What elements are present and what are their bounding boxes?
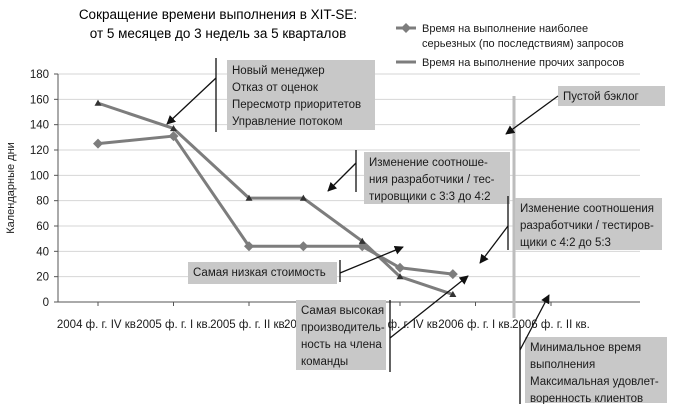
annotation-text: тировщики с 3:3 до 4:2 xyxy=(369,191,491,203)
data-point xyxy=(245,194,253,201)
annotation-text: щики с 4:2 до 5:3 xyxy=(520,237,611,249)
annotation-ratio-change-1: Изменение соотноше-ния разработчики / те… xyxy=(364,152,510,204)
series-2 xyxy=(94,99,457,298)
annotation-text: Изменение соотноше- xyxy=(369,157,488,169)
annotation-box xyxy=(515,198,662,250)
legend-item-1: Время на выполнение наиболее серьезных (п… xyxy=(396,23,624,50)
annotation-text: Отказ от оценок xyxy=(232,82,319,94)
y-tick-label: 180 xyxy=(30,69,49,81)
data-point xyxy=(94,99,102,106)
data-point xyxy=(358,237,366,244)
annotation-box xyxy=(525,337,667,403)
y-tick-label: 80 xyxy=(36,196,49,208)
annotation-box xyxy=(364,152,510,204)
annotation-text: производитель- xyxy=(301,322,385,334)
annotation-text: Самая высокая xyxy=(301,305,384,317)
annotation-text: Новый менеджер xyxy=(232,65,325,77)
annotation-highest-productivity: Самая высокая производитель-ность на член… xyxy=(296,300,386,370)
annotation-arrow xyxy=(479,225,509,264)
annotation-text: Максимальная удовлет- xyxy=(530,376,659,388)
annotation-text: Изменение соотношения xyxy=(520,203,654,215)
chart-legend: Время на выполнение наиболее серьезных (п… xyxy=(396,23,624,69)
x-tick-label: 2006 ф. г. I кв. xyxy=(438,319,513,331)
annotation-arrow xyxy=(327,162,357,192)
legend-label: Время на выполнение прочих запросов xyxy=(422,57,624,69)
series-1 xyxy=(93,131,458,280)
annotation-text: Пересмотр приоритетов xyxy=(232,99,361,111)
y-tick-label: 140 xyxy=(30,120,49,132)
y-tick-label: 0 xyxy=(43,297,49,309)
annotation-empty-backlog: Пустой бэклог xyxy=(558,86,665,106)
x-tick-label: 2004 ф. г. IV кв. xyxy=(57,319,139,331)
y-tick-label: 160 xyxy=(30,94,49,106)
y-tick-label: 120 xyxy=(30,145,49,157)
chart-title: Сокращение времени выполнения в XIT-SE: о… xyxy=(79,7,357,41)
chart-series xyxy=(93,99,458,298)
y-tick-label: 100 xyxy=(30,170,49,182)
data-point xyxy=(396,273,404,280)
x-tick-label: 2006 ф. г. II кв. xyxy=(512,319,590,331)
annotation-lowest-cost: Самая низкая стоимость xyxy=(188,262,337,284)
annotation-box xyxy=(227,60,375,130)
chart-title-line: Сокращение времени выполнения в XIT-SE: xyxy=(79,7,357,22)
annotation-box xyxy=(188,262,337,284)
y-tick-label: 60 xyxy=(36,221,49,233)
annotation-arrow xyxy=(339,245,404,274)
annotation-text: ния разработчики / тес- xyxy=(369,174,495,186)
data-point xyxy=(395,262,405,273)
annotation-text: воренность клиентов xyxy=(530,393,643,404)
data-point xyxy=(170,124,177,132)
data-point xyxy=(299,194,307,201)
data-point xyxy=(449,290,457,298)
annotation-arrow xyxy=(166,77,217,125)
legend-label: серьезных (по последствиям) запросов xyxy=(422,38,624,50)
y-tick-label: 40 xyxy=(36,246,49,258)
x-tick-label: 2005 ф. г. I кв. xyxy=(136,319,211,331)
y-axis-label: Календарные дни xyxy=(5,142,17,234)
annotation-text: Управление потоком xyxy=(232,116,343,128)
annotation-text: Пустой бэклог xyxy=(563,91,639,103)
annotation-ratio-change-2: Изменение соотношения разработчики / тест… xyxy=(515,198,662,250)
x-tick-label: 2005 ф. г. II кв. xyxy=(210,319,288,331)
y-tick-label: 20 xyxy=(36,272,49,284)
annotation-text: Минимальное время xyxy=(530,342,641,354)
annotation-arrow xyxy=(389,275,469,339)
data-point xyxy=(168,131,179,142)
annotation-arrow xyxy=(505,95,559,135)
chart-title-line: от 5 месяцев до 3 недель за 5 кварталов xyxy=(90,26,347,41)
data-point xyxy=(447,269,458,280)
legend-label: Время на выполнение наиболее xyxy=(422,23,588,35)
legend-swatch-marker xyxy=(401,23,411,33)
data-point xyxy=(93,138,103,149)
annotation-text: Самая низкая стоимость xyxy=(193,267,326,279)
annotation-min-time: Минимальное время выполненияМаксимальная … xyxy=(525,337,667,404)
chart-axes: 0 20 40 60 80 100 120 140 160 180 2004 ф. г. IV кв… xyxy=(5,69,640,331)
annotation-arrow xyxy=(519,294,550,351)
annotation-text: разработчики / тестиров- xyxy=(520,220,654,232)
annotation-text: ность на члена xyxy=(301,339,382,351)
annotation-box xyxy=(558,86,665,106)
legend-item-2: Время на выполнение прочих запросов xyxy=(396,57,624,69)
annotation-text: выполнения xyxy=(530,359,595,371)
data-point xyxy=(244,241,254,252)
data-point xyxy=(298,241,309,252)
annotation-text: команды xyxy=(301,356,348,368)
annotation-box xyxy=(296,300,386,370)
